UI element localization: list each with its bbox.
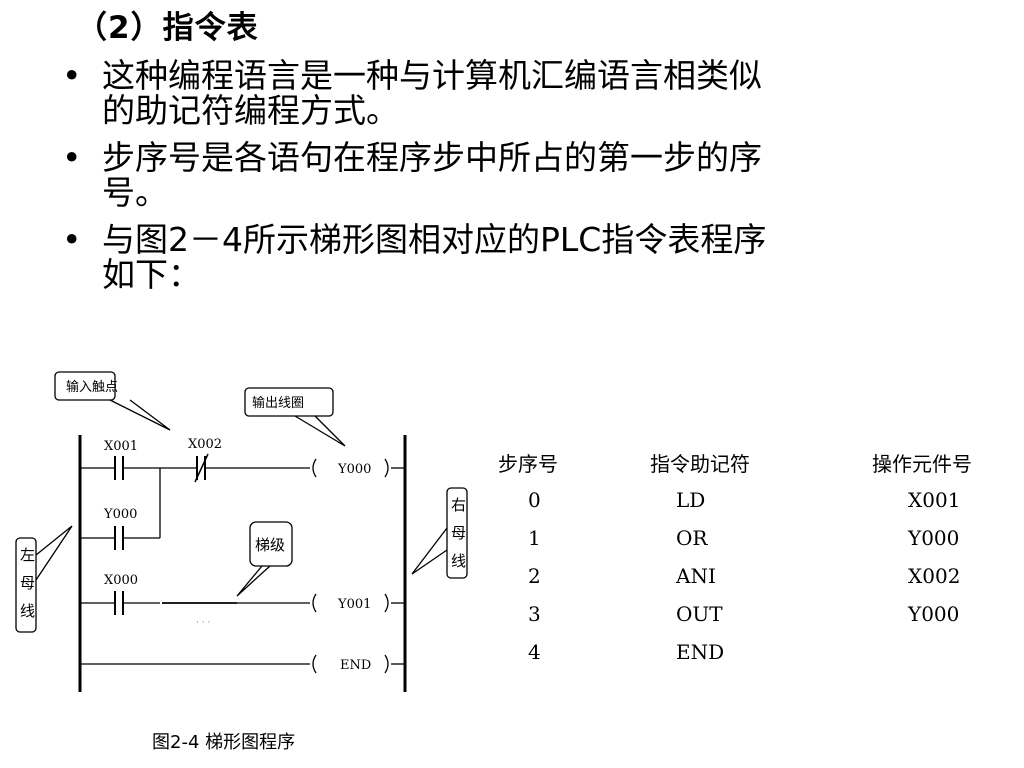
header-mnemonic: 指令助记符	[650, 452, 750, 476]
left-bus-label-2: 母	[20, 574, 35, 592]
callout-output-coil: 输出线圈	[252, 395, 304, 411]
bullet-text-line: 的助记符编程方式。	[102, 91, 399, 130]
contact-label-x000: X000	[104, 573, 138, 588]
row-mnemonic: ANI	[676, 564, 716, 588]
coil-label-end: END	[340, 658, 371, 673]
callout-input-contact: 输入触点	[66, 379, 118, 395]
slide-title: （2）指令表	[76, 10, 259, 46]
row-step: 1	[528, 526, 541, 550]
row-step: 4	[528, 640, 541, 664]
row-step: 2	[528, 564, 541, 588]
row-mnemonic: END	[676, 640, 725, 664]
contact-label-x002: X002	[188, 437, 222, 452]
right-bus-label-3: 线	[451, 552, 466, 570]
left-bus-label-3: 线	[20, 602, 35, 620]
row-operand: Y000	[908, 602, 960, 626]
coil-label-y000: Y000	[337, 462, 371, 477]
coil-label-y001: Y001	[337, 597, 371, 612]
bullet-text-line: 步序号是各语句在程序步中所占的第一步的序	[102, 138, 762, 177]
bullet-item: • 与图2－4所示梯形图相对应的PLC指令表程序 如下：	[62, 222, 962, 292]
row-operand: Y000	[908, 526, 960, 550]
ladder-diagram: 输入触点 输出线圈 梯级 左 母 线 右 母 线 X001 X002 Y000 …	[15, 371, 468, 692]
bullet-dot-icon: •	[62, 138, 82, 177]
bullet-item: • 这种编程语言是一种与计算机汇编语言相类似 的助记符编程方式。	[62, 58, 962, 128]
left-bus-label-1: 左	[20, 546, 35, 564]
row-operand: X001	[908, 488, 961, 512]
header-step: 步序号	[498, 452, 558, 476]
figure-caption: 图2-4 梯形图程序	[152, 732, 296, 753]
right-bus-label-2: 母	[451, 524, 466, 542]
bullet-list: • 这种编程语言是一种与计算机汇编语言相类似 的助记符编程方式。 • 步序号是各…	[62, 58, 962, 304]
bullet-text-line: 如下：	[102, 255, 201, 294]
bullet-item: • 步序号是各语句在程序步中所占的第一步的序 号。	[62, 140, 962, 210]
row-step: 3	[528, 602, 541, 626]
row-mnemonic: OUT	[676, 602, 723, 626]
row-mnemonic: OR	[676, 526, 708, 550]
row-operand: X002	[908, 564, 961, 588]
row-step: 0	[528, 488, 541, 512]
callout-rung: 梯级	[255, 536, 285, 554]
bullet-dot-icon: •	[62, 220, 82, 259]
contact-label-y000: Y000	[103, 507, 137, 522]
bullet-text-line: 号。	[102, 173, 168, 212]
contact-label-x001: X001	[104, 439, 138, 454]
right-bus-label-1: 右	[451, 496, 466, 514]
bullet-dot-icon: •	[62, 56, 82, 95]
header-operand: 操作元件号	[872, 452, 972, 476]
continuation-dots: · · ·	[196, 618, 210, 628]
row-mnemonic: LD	[676, 488, 706, 512]
bullet-text-line: 这种编程语言是一种与计算机汇编语言相类似	[102, 56, 762, 95]
bullet-text-line: 与图2－4所示梯形图相对应的PLC指令表程序	[102, 220, 767, 259]
